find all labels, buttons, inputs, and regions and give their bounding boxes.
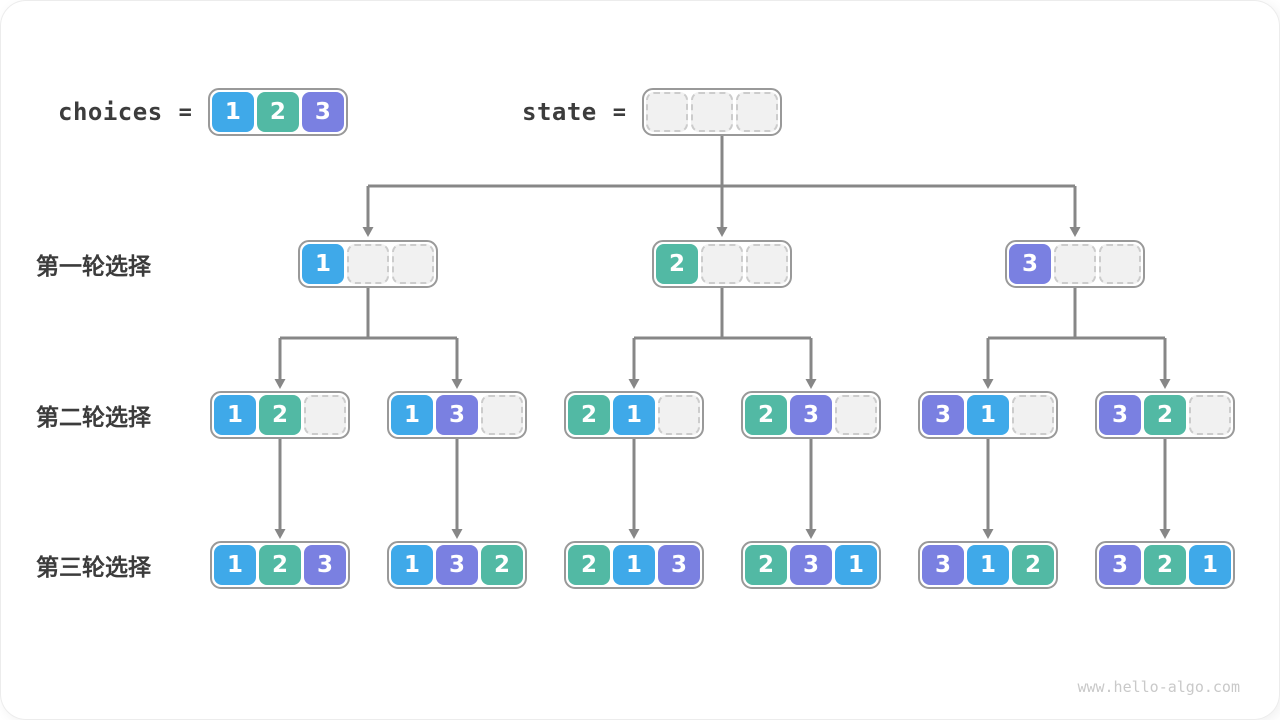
value-cell: 3 — [304, 545, 346, 585]
value-cell: 2 — [656, 244, 698, 284]
value-cell: 3 — [658, 545, 700, 585]
value-cell: 2 — [745, 395, 787, 435]
value-cell: 1 — [302, 244, 344, 284]
arrowhead-icon — [1159, 529, 1171, 539]
empty-slot — [701, 244, 743, 284]
value-cell: 2 — [568, 545, 610, 585]
value-cell: 2 — [1144, 395, 1186, 435]
empty-slot — [392, 244, 434, 284]
arrowhead-icon — [982, 529, 994, 539]
value-cell: 3 — [436, 545, 478, 585]
state-array-node: 1 — [298, 240, 438, 288]
round-label: 第一轮选择 — [36, 253, 151, 279]
arrowhead-icon — [982, 379, 994, 389]
state-array-node: 3 — [1005, 240, 1145, 288]
arrowhead-icon — [451, 379, 463, 389]
empty-slot — [347, 244, 389, 284]
value-cell: 1 — [835, 545, 877, 585]
arrowhead-icon — [362, 227, 374, 237]
value-cell: 1 — [1189, 545, 1231, 585]
value-cell: 2 — [568, 395, 610, 435]
empty-slot — [835, 395, 877, 435]
arrowhead-icon — [805, 529, 817, 539]
value-cell: 1 — [214, 395, 256, 435]
value-cell: 1 — [967, 395, 1009, 435]
arrowhead-icon — [274, 529, 286, 539]
value-cell: 1 — [613, 395, 655, 435]
value-cell: 1 — [967, 545, 1009, 585]
equals-sign: = — [612, 99, 626, 125]
arrowhead-icon — [1069, 227, 1081, 237]
value-cell: 3 — [1099, 545, 1141, 585]
arrowhead-icon — [805, 379, 817, 389]
value-cell: 3 — [436, 395, 478, 435]
value-cell: 2 — [259, 395, 301, 435]
value-cell: 2 — [481, 545, 523, 585]
empty-slot — [304, 395, 346, 435]
value-cell: 2 — [1012, 545, 1054, 585]
value-cell: 2 — [256, 92, 299, 132]
value-cell: 2 — [1144, 545, 1186, 585]
arrowhead-icon — [274, 379, 286, 389]
empty-slot — [1054, 244, 1096, 284]
value-cell: 1 — [391, 395, 433, 435]
empty-slot — [1099, 244, 1141, 284]
empty-slot — [658, 395, 700, 435]
state-array-node: 2 — [652, 240, 792, 288]
value-cell: 1 — [613, 545, 655, 585]
value-cell: 3 — [922, 545, 964, 585]
empty-slot — [646, 92, 688, 132]
value-cell: 3 — [301, 92, 344, 132]
value-cell: 3 — [790, 545, 832, 585]
empty-slot — [481, 395, 523, 435]
value-cell: 3 — [790, 395, 832, 435]
empty-slot — [746, 244, 788, 284]
equals-sign: = — [178, 99, 192, 125]
value-cell: 2 — [745, 545, 787, 585]
choices-label: choices — [58, 98, 163, 126]
state-array-slot — [642, 88, 782, 136]
empty-slot — [691, 92, 733, 132]
state-group: state = — [522, 88, 782, 136]
empty-slot — [1189, 395, 1231, 435]
arrowhead-icon — [628, 379, 640, 389]
empty-slot — [736, 92, 778, 132]
state-array-node — [642, 88, 782, 136]
round-label: 第二轮选择 — [36, 404, 151, 430]
value-cell: 2 — [259, 545, 301, 585]
arrowhead-icon — [716, 227, 728, 237]
value-cell: 3 — [1009, 244, 1051, 284]
connector-lines — [278, 135, 1167, 531]
empty-slot — [1012, 395, 1054, 435]
value-cell: 1 — [214, 545, 256, 585]
value-cell: 3 — [1099, 395, 1141, 435]
state-label: state — [522, 98, 597, 126]
watermark: www.hello-algo.com — [1077, 678, 1240, 696]
arrowhead-icon — [451, 529, 463, 539]
value-cell: 1 — [211, 92, 254, 132]
round-label: 第三轮选择 — [36, 554, 151, 580]
arrowhead-icon — [628, 529, 640, 539]
value-cell: 1 — [391, 545, 433, 585]
arrowhead-icon — [1159, 379, 1171, 389]
value-cell: 3 — [922, 395, 964, 435]
